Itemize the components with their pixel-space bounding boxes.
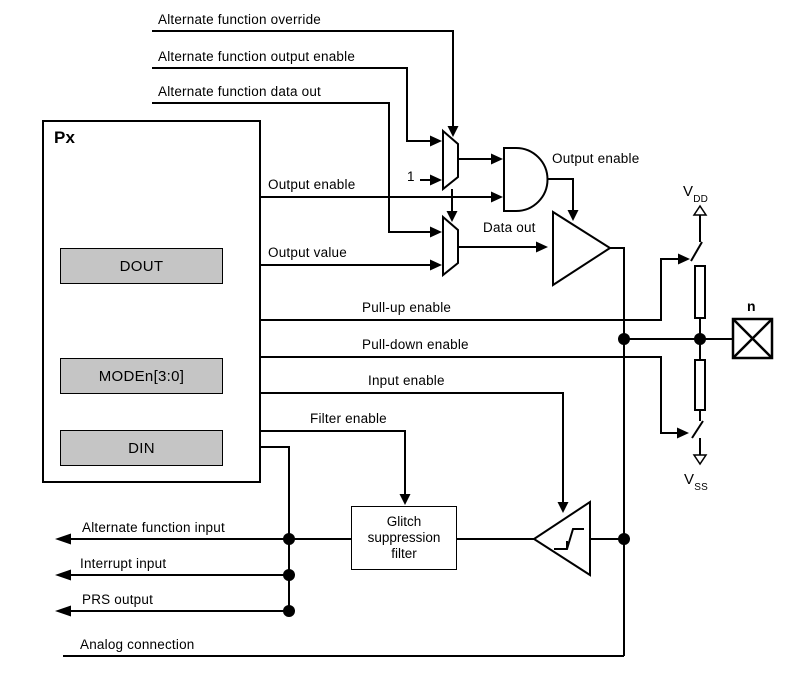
- output-driver-buffer: [552, 210, 612, 287]
- wire-buffer-to-pad-column: [608, 247, 625, 656]
- register-din: DIN: [60, 430, 223, 466]
- glitch-filter-line1: Glitch: [386, 514, 422, 529]
- label-input-enable: Input enable: [368, 373, 445, 388]
- wire-pull-up-enable: [261, 258, 679, 321]
- label-filter-enable: Filter enable: [310, 411, 387, 426]
- wire-and-to-buffer: [547, 178, 574, 211]
- label-af-output-enable: Alternate function output enable: [158, 49, 356, 64]
- components: [442, 128, 708, 577]
- junction-af-input: [283, 533, 295, 545]
- wire-input-enable: [261, 392, 564, 503]
- junction-interrupt: [283, 569, 295, 581]
- label-constant-one: 1: [407, 169, 415, 184]
- arrow-right-pullup-switch: [678, 253, 690, 265]
- wire-pull-down-enable: [261, 356, 678, 434]
- mux1: [442, 128, 459, 192]
- register-din-label: DIN: [128, 439, 155, 457]
- label-af-override: Alternate function override: [158, 12, 321, 27]
- label-output-enable: Output enable: [268, 177, 356, 192]
- label-pull-up-enable: Pull-up enable: [362, 300, 452, 315]
- arrow-right-and-in2: [491, 191, 503, 203]
- px-block: Px: [42, 120, 261, 483]
- pull-up-resistor: [694, 265, 706, 319]
- arrow-down-mux2-select: [446, 211, 458, 222]
- junction-schmitt: [618, 533, 630, 545]
- label-pull-down-enable: Pull-down enable: [362, 337, 469, 352]
- register-moden-label: MODEn[3:0]: [98, 367, 185, 385]
- vss-label: VSS: [684, 471, 708, 493]
- vss-sub: SS: [694, 482, 708, 493]
- glitch-filter-line3: filter: [391, 546, 417, 561]
- junction-dots: [283, 333, 706, 617]
- pull-down-resistor: [694, 359, 706, 411]
- label-output-value: Output value: [268, 245, 347, 260]
- arrow-down-filter-enable: [399, 494, 411, 505]
- junction-pad-column: [618, 333, 630, 345]
- label-output-enable-gate: Output enable: [552, 151, 640, 166]
- px-block-title: Px: [54, 128, 76, 147]
- arrow-down-mux1-select: [447, 126, 459, 137]
- pull-down-switch: [691, 420, 704, 439]
- glitch-filter-line2: suppression: [367, 530, 441, 545]
- register-moden: MODEn[3:0]: [60, 358, 223, 394]
- vdd-label: VDD: [683, 183, 709, 205]
- pull-up-switch: [690, 241, 703, 262]
- schmitt-hysteresis-glyph: [554, 528, 584, 550]
- arrow-left-prs: [55, 605, 71, 617]
- pad-symbol: [731, 317, 774, 360]
- register-dout-label: DOUT: [119, 257, 164, 275]
- arrow-right-mux1-in2: [430, 174, 442, 186]
- pad-name-label: n: [747, 298, 756, 314]
- label-af-data-out: Alternate function data out: [158, 84, 322, 99]
- arrow-left-af-input: [55, 533, 71, 545]
- and-gate: [503, 147, 549, 212]
- wire-af-output-enable: [152, 67, 431, 142]
- vss-base: V: [684, 471, 695, 488]
- arrow-right-mux2-in2: [430, 259, 442, 271]
- wire-af-override: [152, 30, 454, 127]
- wires: [63, 30, 733, 657]
- arrow-right-pulldown-switch: [677, 427, 689, 439]
- label-interrupt-input: Interrupt input: [80, 556, 167, 571]
- vdd-arrow: [692, 204, 708, 216]
- arrow-down-buffer-enable: [567, 210, 579, 221]
- wire-af-data-out: [152, 102, 431, 233]
- arrow-left-interrupt: [55, 569, 71, 581]
- label-prs-output: PRS output: [82, 592, 154, 607]
- glitch-filter-box: Glitch suppression filter: [351, 506, 457, 570]
- register-dout: DOUT: [60, 248, 223, 284]
- mux2: [442, 214, 459, 278]
- vss-arrow: [692, 454, 708, 466]
- arrow-right-mux2-in1: [430, 226, 442, 238]
- junction-prs: [283, 605, 295, 617]
- pad-x-diag2: [732, 318, 773, 359]
- wire-filter-enable: [261, 430, 406, 495]
- arrow-right-buffer-in: [536, 241, 548, 253]
- junction-resistors: [694, 333, 706, 345]
- arrow-right-mux1-in1: [430, 135, 442, 147]
- arrow-down-schmitt-enable: [557, 502, 569, 513]
- arrowheads: [55, 126, 690, 617]
- vdd-sub: DD: [693, 194, 709, 205]
- schmitt-trigger: [532, 500, 591, 577]
- label-analog-connection: Analog connection: [80, 637, 195, 652]
- label-af-input: Alternate function input: [82, 520, 225, 535]
- vdd-base: V: [683, 183, 694, 200]
- label-data-out: Data out: [483, 220, 536, 235]
- arrow-right-and-in1: [491, 153, 503, 165]
